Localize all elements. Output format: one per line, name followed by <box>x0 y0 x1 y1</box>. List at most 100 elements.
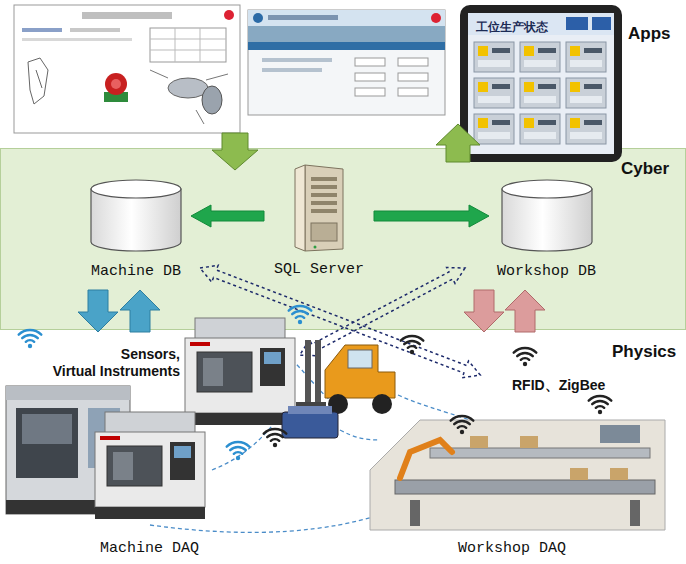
tablet-screen <box>592 17 611 30</box>
server-icon <box>291 163 347 253</box>
machining-center <box>6 386 130 514</box>
app-screenshot <box>262 58 332 62</box>
forklift <box>372 394 392 414</box>
app-screenshot <box>105 73 127 95</box>
machining-center <box>6 500 130 514</box>
app-screenshot <box>398 73 428 81</box>
dotted-arrow <box>295 260 469 363</box>
app-screenshot <box>355 58 385 66</box>
workshop-line <box>600 425 640 443</box>
database-node: Workshop DB <box>489 179 604 285</box>
app-screenshot <box>248 26 445 42</box>
data-sync-arrow <box>374 205 489 227</box>
tablet-screen <box>474 114 514 144</box>
tablet-screen <box>520 78 560 108</box>
workshop-line <box>630 500 640 526</box>
dotted-arrow <box>197 260 484 384</box>
device-label-line: Sensors, <box>53 346 180 363</box>
agv-cart <box>282 406 338 438</box>
wifi-symbol <box>401 336 424 354</box>
layer-label: Apps <box>628 24 671 44</box>
tablet-screen <box>460 5 622 162</box>
wifi-symbol <box>589 396 612 414</box>
database-node: Machine DB <box>81 179 191 285</box>
app-screenshot <box>22 28 62 32</box>
app-screenshot <box>14 5 240 133</box>
server-icon <box>311 209 337 213</box>
server-icon <box>311 185 337 189</box>
app-screenshot <box>398 58 428 66</box>
app-screenshot <box>111 79 121 89</box>
workshop-line <box>370 420 665 530</box>
app-screenshot <box>150 70 228 124</box>
screen-title: 工位生产状态 <box>476 19 548 36</box>
app-screenshot <box>268 15 338 20</box>
app-screenshot <box>248 10 445 115</box>
tablet-screen <box>520 114 560 144</box>
wifi-symbol <box>514 348 537 366</box>
machining-center <box>22 414 72 444</box>
app-screenshot <box>431 13 441 23</box>
wifi-symbol <box>451 416 474 434</box>
database-cylinder <box>91 180 181 198</box>
tablet-screen <box>566 78 606 108</box>
app-screenshot <box>253 13 263 23</box>
app-screenshot <box>104 92 128 102</box>
node-label: SQL Server <box>274 261 364 278</box>
app-screenshot <box>248 10 445 26</box>
server-icon <box>305 165 343 251</box>
data-sync-arrow <box>191 205 264 227</box>
tablet-screen <box>566 114 606 144</box>
device-label: Sensors, Virtual Instruments <box>53 346 180 380</box>
app-screenshot <box>82 12 172 19</box>
server-icon <box>311 177 337 181</box>
tablet-screen <box>460 5 622 162</box>
tablet-screen <box>566 42 606 72</box>
agv-cart <box>282 412 338 438</box>
wifi-symbol <box>227 442 250 460</box>
wifi-symbol <box>289 306 312 324</box>
workshop-line <box>610 468 628 480</box>
app-screenshot <box>248 42 445 50</box>
app-screenshot <box>262 68 322 72</box>
machining-center <box>16 408 78 478</box>
flow-arrow <box>464 290 504 332</box>
node-label: Machine DB <box>91 263 181 280</box>
app-screenshot <box>355 88 385 96</box>
database-cylinder <box>502 180 592 198</box>
tablet-screen <box>474 78 514 108</box>
forklift <box>296 340 395 414</box>
cnc-machine <box>185 318 295 425</box>
server-node: SQL Server <box>264 163 374 285</box>
wifi-symbol <box>264 429 287 447</box>
caption-label: Machine DAQ <box>100 540 199 557</box>
forklift <box>305 340 311 410</box>
server-icon <box>314 246 317 249</box>
app-screenshot <box>14 5 240 133</box>
tablet-screen <box>468 13 614 35</box>
forklift <box>328 394 348 414</box>
network-link <box>118 360 470 532</box>
forklift <box>296 402 326 406</box>
tablet-screen <box>520 42 560 72</box>
app-screenshot <box>22 38 132 41</box>
workshop-line <box>520 436 538 448</box>
app-screenshot <box>70 28 120 32</box>
device-label: RFID、ZigBee <box>512 377 605 394</box>
workshop-line <box>395 480 655 494</box>
dotted-arrow <box>197 260 484 384</box>
layer-band: CyberMachine DBSQL ServerWorkshop DB <box>0 148 686 330</box>
device-label-line: Virtual Instruments <box>53 363 180 380</box>
workshop-line <box>570 468 588 480</box>
database-cylinder <box>501 179 593 253</box>
app-screenshot <box>150 28 226 62</box>
wifi-symbol <box>19 330 42 348</box>
app-screenshot <box>168 78 208 98</box>
workshop-line <box>410 500 420 526</box>
machining-center <box>88 408 120 468</box>
app-screenshot <box>150 28 226 62</box>
server-icon <box>311 223 337 241</box>
